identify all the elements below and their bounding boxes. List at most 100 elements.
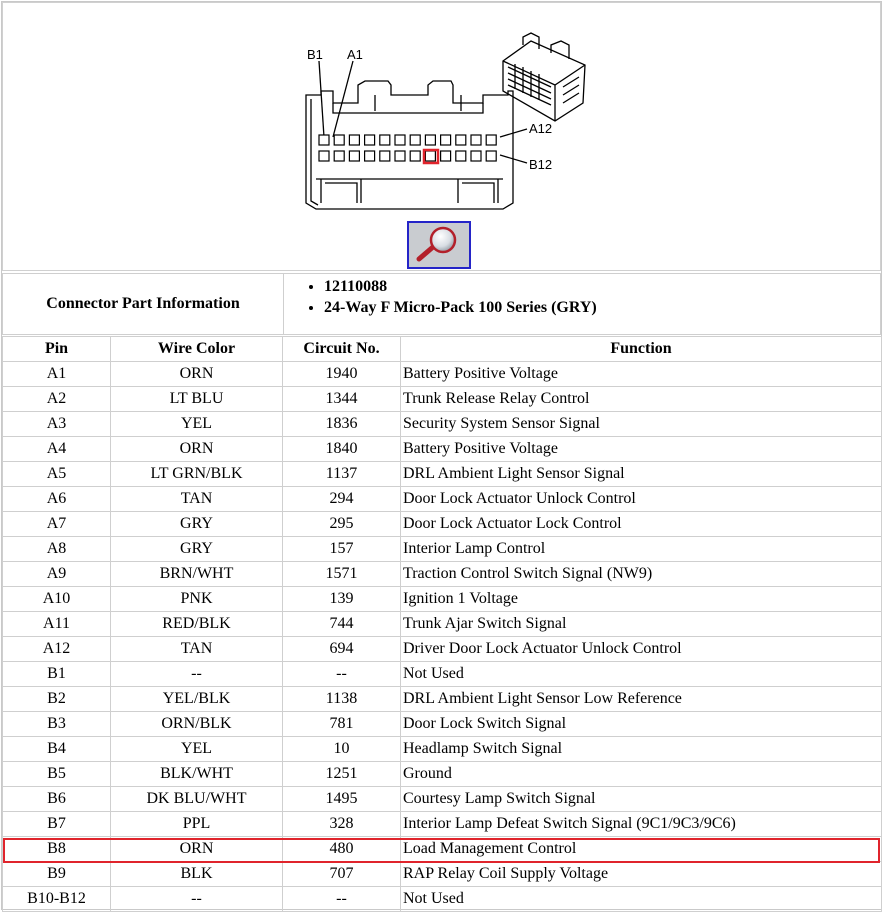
circuit-cell: 1138 bbox=[282, 686, 401, 712]
wire-color-cell: PPL bbox=[110, 811, 283, 837]
zoom-button[interactable] bbox=[407, 221, 471, 269]
wire-color-cell: TAN bbox=[110, 486, 283, 512]
connector-diagram: B1 A1 A12 B12 bbox=[305, 32, 586, 210]
pin-cell: A12 bbox=[2, 636, 111, 662]
function-cell: Interior Lamp Defeat Switch Signal (9C1/… bbox=[400, 811, 882, 837]
circuit-cell: 1137 bbox=[282, 461, 401, 487]
wire-color-cell: LT BLU bbox=[110, 386, 283, 412]
pin-cell: A10 bbox=[2, 586, 111, 612]
label-b1: B1 bbox=[307, 47, 323, 62]
connector-pin-cavity bbox=[394, 150, 406, 162]
connector-pin-cavity bbox=[440, 134, 452, 146]
circuit-cell: 1571 bbox=[282, 561, 401, 587]
circuit-cell: 694 bbox=[282, 636, 401, 662]
label-b12: B12 bbox=[529, 157, 552, 172]
wire-color-cell: YEL bbox=[110, 736, 283, 762]
wire-color-cell: -- bbox=[110, 886, 283, 912]
function-cell: Not Used bbox=[400, 661, 882, 687]
circuit-cell: 1251 bbox=[282, 761, 401, 787]
table-row: B1----Not Used bbox=[2, 661, 882, 687]
circuit-cell: 1344 bbox=[282, 386, 401, 412]
function-cell: Interior Lamp Control bbox=[400, 536, 882, 562]
circuit-cell: 1840 bbox=[282, 436, 401, 462]
circuit-cell: -- bbox=[282, 661, 401, 687]
connector-pin-cavity bbox=[470, 150, 482, 162]
connector-info-label: Connector Part Information bbox=[2, 273, 284, 335]
header-circuit: Circuit No. bbox=[282, 336, 401, 362]
connector-diagram-cell: B1 A1 A12 B12 bbox=[2, 2, 881, 271]
pin-cell: B7 bbox=[2, 811, 111, 837]
function-cell: Ignition 1 Voltage bbox=[400, 586, 882, 612]
wire-color-cell: BRN/WHT bbox=[110, 561, 283, 587]
connector-part-info: Connector Part Information 12110088 24-W… bbox=[2, 273, 881, 335]
pin-cell: B2 bbox=[2, 686, 111, 712]
pin-cell: B9 bbox=[2, 861, 111, 887]
function-cell: Driver Door Lock Actuator Unlock Control bbox=[400, 636, 882, 662]
pin-cell: A9 bbox=[2, 561, 111, 587]
pin-cell: A3 bbox=[2, 411, 111, 437]
wire-color-cell: YEL bbox=[110, 411, 283, 437]
function-cell: Battery Positive Voltage bbox=[400, 361, 882, 387]
pin-cell: A1 bbox=[2, 361, 111, 387]
pin-cell: A8 bbox=[2, 536, 111, 562]
pin-cell: B6 bbox=[2, 786, 111, 812]
wire-color-cell: DK BLU/WHT bbox=[110, 786, 283, 812]
circuit-cell: 480 bbox=[282, 836, 401, 862]
function-cell: Not Used bbox=[400, 886, 882, 912]
connector-pin-cavity bbox=[470, 134, 482, 146]
function-cell: Security System Sensor Signal bbox=[400, 411, 882, 437]
connector-pin-cavity bbox=[333, 150, 345, 162]
highlighted-pin-marker bbox=[422, 148, 440, 165]
magnifier-icon bbox=[416, 226, 457, 262]
connector-description: 24-Way F Micro-Pack 100 Series (GRY) bbox=[324, 297, 880, 318]
pin-cell: A6 bbox=[2, 486, 111, 512]
pin-cell: A5 bbox=[2, 461, 111, 487]
pin-cell: B4 bbox=[2, 736, 111, 762]
wire-color-cell: -- bbox=[110, 661, 283, 687]
connector-pin-cavity bbox=[455, 134, 467, 146]
connector-pin-cavity bbox=[364, 150, 376, 162]
connector-info-list: 12110088 24-Way F Micro-Pack 100 Series … bbox=[283, 273, 881, 335]
function-cell: Door Lock Actuator Lock Control bbox=[400, 511, 882, 537]
connector-pin-cavity bbox=[394, 134, 406, 146]
connector-pin-cavity bbox=[424, 134, 436, 146]
function-cell: DRL Ambient Light Sensor Signal bbox=[400, 461, 882, 487]
wire-color-cell: PNK bbox=[110, 586, 283, 612]
wire-color-cell: RED/BLK bbox=[110, 611, 283, 637]
function-cell: DRL Ambient Light Sensor Low Reference bbox=[400, 686, 882, 712]
pin-cell: B5 bbox=[2, 761, 111, 787]
pin-cell: B1 bbox=[2, 661, 111, 687]
circuit-cell: 10 bbox=[282, 736, 401, 762]
pin-cell: A7 bbox=[2, 511, 111, 537]
function-cell: Door Lock Switch Signal bbox=[400, 711, 882, 737]
circuit-cell: 328 bbox=[282, 811, 401, 837]
pin-cell: B8 bbox=[2, 836, 111, 862]
connector-pin-cavity bbox=[455, 150, 467, 162]
wire-color-cell: YEL/BLK bbox=[110, 686, 283, 712]
connector-pin-cavity bbox=[364, 134, 376, 146]
circuit-cell: 707 bbox=[282, 861, 401, 887]
circuit-cell: 295 bbox=[282, 511, 401, 537]
circuit-cell: 1836 bbox=[282, 411, 401, 437]
connector-pin-cavity bbox=[333, 134, 345, 146]
wire-color-cell: BLK/WHT bbox=[110, 761, 283, 787]
connector-pin-cavity bbox=[379, 150, 391, 162]
connector-pin-cavity bbox=[485, 150, 497, 162]
function-cell: Door Lock Actuator Unlock Control bbox=[400, 486, 882, 512]
circuit-cell: 294 bbox=[282, 486, 401, 512]
label-a12: A12 bbox=[529, 121, 552, 136]
wire-color-cell: BLK bbox=[110, 861, 283, 887]
